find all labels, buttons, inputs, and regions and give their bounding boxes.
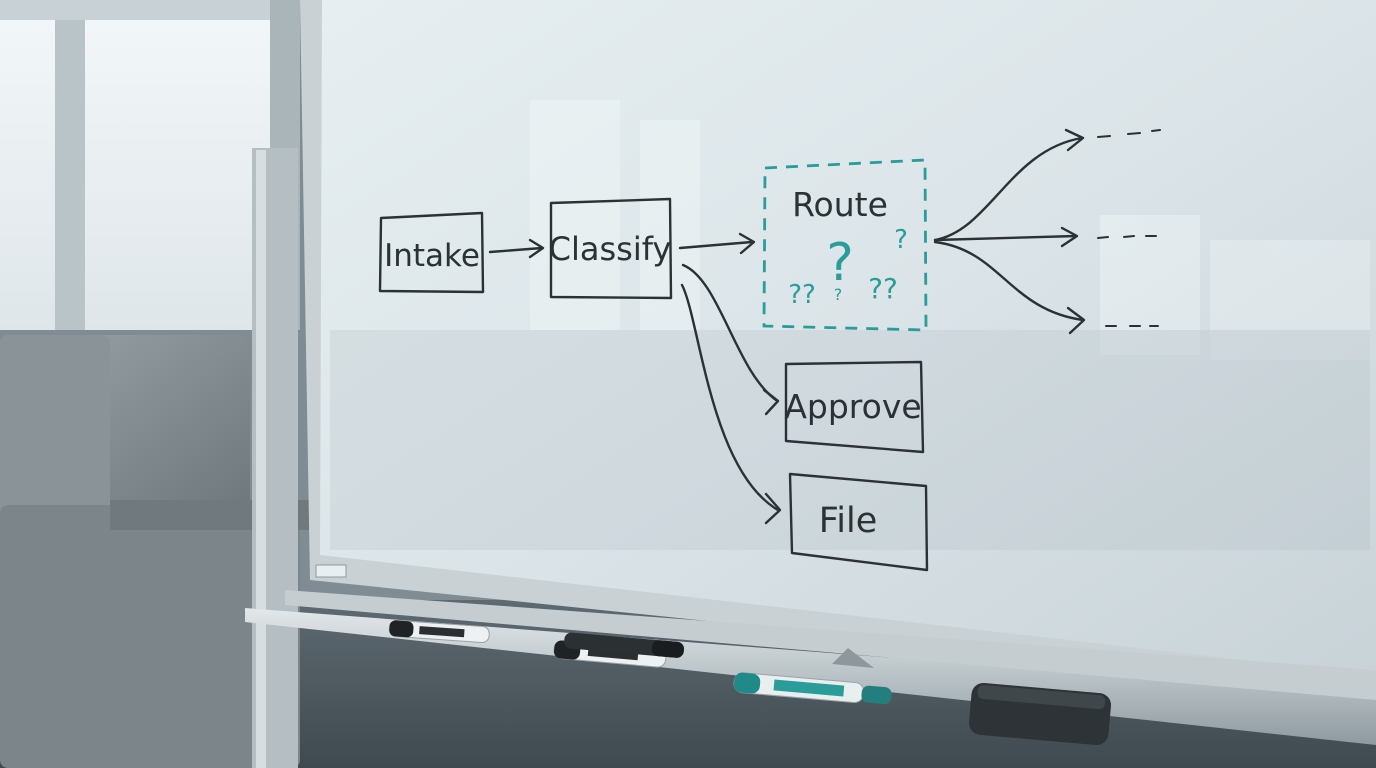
file-box [788,472,929,572]
board-reflections [330,100,1370,550]
board-stand-highlight [256,150,266,768]
intake-label: Intake [384,238,480,274]
question-mark-small: ? [894,225,908,255]
tray-clip [832,648,874,668]
route-label: Route [792,185,888,224]
arrow-classify-route [678,240,754,250]
question-marks-right: ?? [868,272,898,305]
tray-back-lip [285,590,1376,700]
arrow-classify-file [680,283,780,512]
question-mark-dot: ? [834,285,843,304]
arrow-route-out-3 [933,240,1085,322]
arrow-route-out-1 [933,136,1084,242]
black-marker-3[interactable] [564,632,685,658]
window-header [0,0,300,20]
arrow-classify-approve [681,263,778,402]
arrow-intake-classify [488,246,544,254]
file-label: File [819,501,878,541]
arrow-route-out-2 [933,234,1078,242]
flow-diagram [378,128,1161,572]
question-mark-large: ? [826,233,854,293]
route-box [762,158,928,332]
route-out-dashes-1 [1097,129,1161,138]
teal-marker[interactable] [733,672,892,706]
black-marker-1[interactable] [388,619,490,643]
approve-label: Approve [784,387,921,426]
classify-box [549,197,673,300]
approve-box [784,360,925,454]
route-out-dashes-2 [1097,235,1157,239]
question-marks-left: ?? [788,280,816,310]
window-mullion [55,0,85,330]
classify-label: Classify [549,230,672,268]
intake-box [378,211,485,294]
whiteboard-surface [320,0,1376,675]
brand-label [315,564,347,578]
window [0,0,300,330]
eraser[interactable] [968,682,1112,746]
armchair [0,335,310,768]
